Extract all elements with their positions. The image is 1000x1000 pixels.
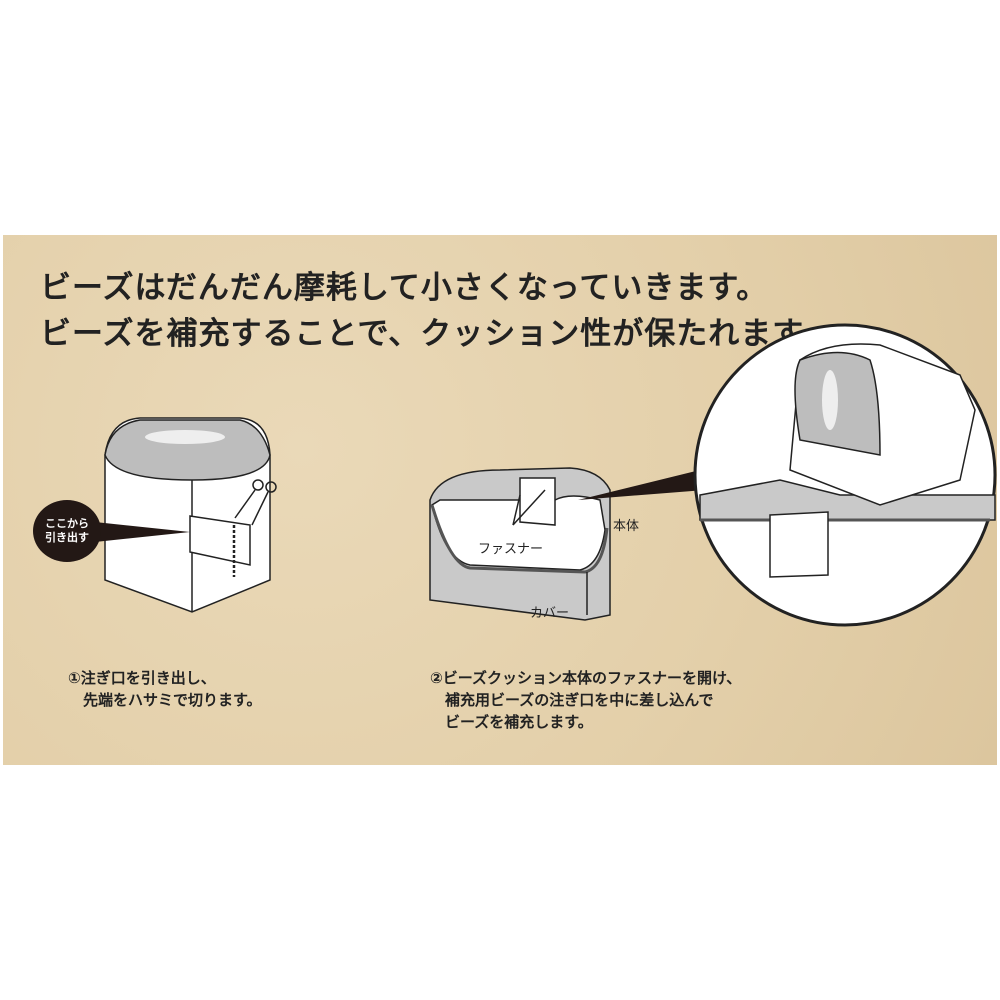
callout-pointer bbox=[95, 522, 190, 542]
step-2-instructions: ②ビーズクッション本体のファスナーを開け、 補充用ビーズの注ぎ口を中に差し込んで… bbox=[430, 667, 741, 733]
step-2-line-3: ビーズを補充します。 bbox=[430, 713, 593, 731]
cushion-cube-illustration bbox=[104, 417, 271, 613]
zoom-pointer bbox=[578, 470, 705, 500]
heading-line-2: ビーズを補充することで、クッション性が保たれます。 bbox=[40, 316, 834, 352]
pull-out-callout: ここから 引き出す bbox=[33, 500, 101, 562]
heading-line-1: ビーズはだんだん摩耗して小さくなっていきます。 bbox=[40, 270, 769, 306]
label-cover: カバー bbox=[530, 606, 570, 621]
callout-line-2: 引き出す bbox=[45, 531, 89, 544]
step-2-line-2: 補充用ビーズの注ぎ口を中に差し込んで bbox=[430, 691, 714, 709]
zoom-detail-circle bbox=[693, 323, 997, 627]
step-1-line-2: 先端をハサミで切ります。 bbox=[68, 691, 262, 709]
label-body: 本体 bbox=[613, 519, 640, 534]
cushion-with-cover-illustration bbox=[429, 467, 611, 621]
step-2-line-1: ②ビーズクッション本体のファスナーを開け、 bbox=[430, 669, 742, 687]
callout-line-1: ここから bbox=[45, 517, 89, 530]
scissors-icon bbox=[234, 479, 277, 526]
label-fastener: ファスナー bbox=[478, 542, 544, 557]
step-1-instructions: ①注ぎ口を引き出し、 先端をハサミで切ります。 bbox=[68, 667, 262, 711]
step-1-line-1: ①注ぎ口を引き出し、 bbox=[68, 669, 216, 687]
